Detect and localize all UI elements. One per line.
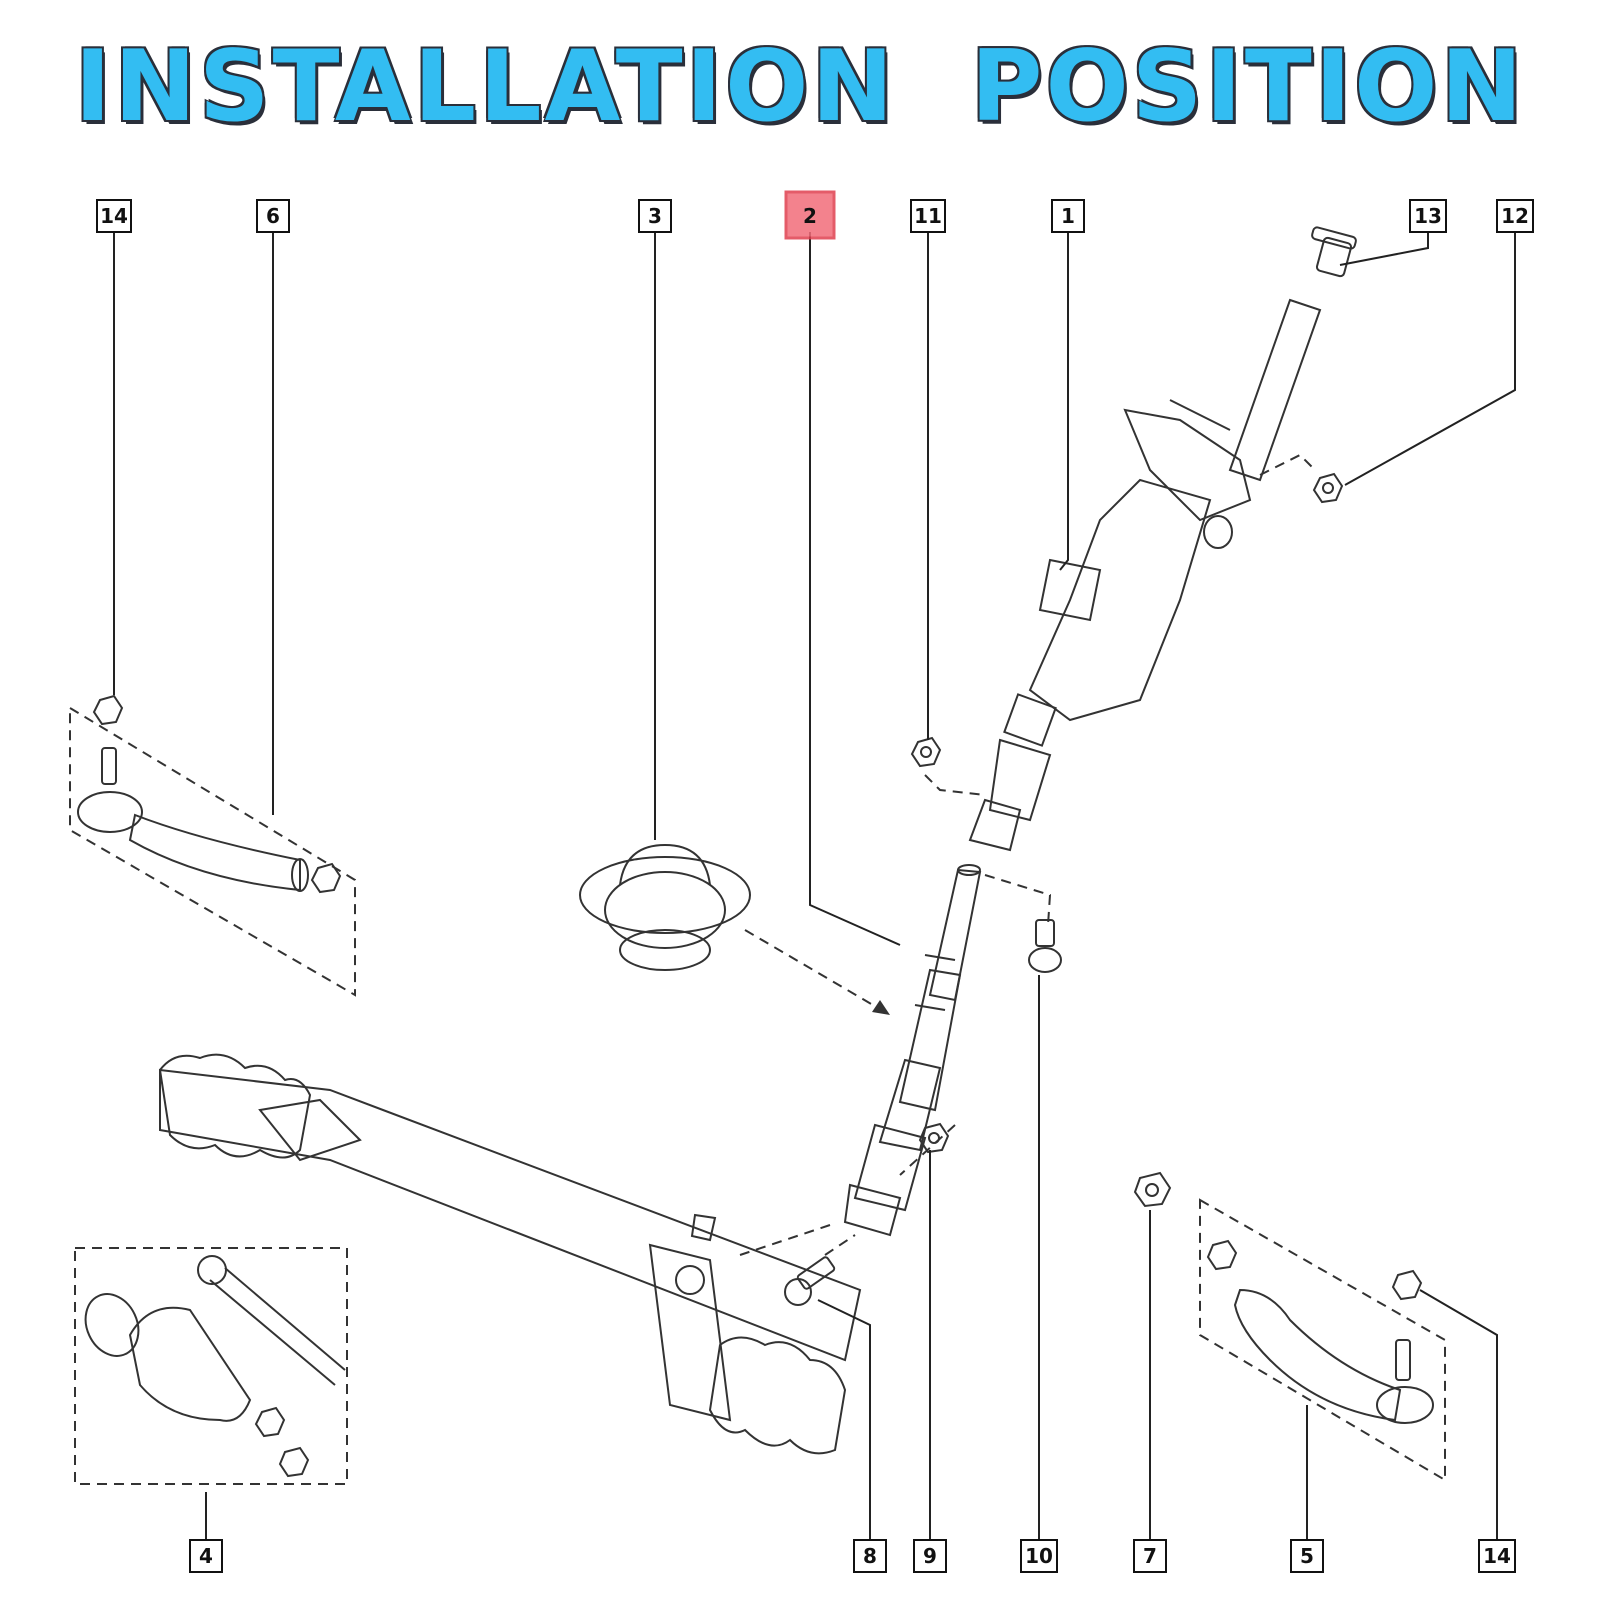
callout-14-bottom: 14 bbox=[1478, 1539, 1516, 1573]
svg-text:2: 2 bbox=[803, 204, 817, 228]
svg-text:8: 8 bbox=[863, 1544, 877, 1568]
nut-11 bbox=[910, 736, 942, 768]
rubber-grommet bbox=[579, 843, 751, 971]
leader-lines bbox=[113, 232, 1516, 1540]
nut-7 bbox=[1133, 1171, 1172, 1208]
callout-13: 13 bbox=[1409, 199, 1447, 233]
tie-rod-end-right bbox=[1206, 1239, 1434, 1424]
bolt-10 bbox=[1028, 919, 1062, 973]
callout-11: 11 bbox=[910, 199, 946, 233]
callout-3: 3 bbox=[638, 199, 672, 233]
nut-9 bbox=[918, 1122, 950, 1154]
svg-text:6: 6 bbox=[266, 204, 280, 228]
callout-9: 9 bbox=[913, 1539, 947, 1573]
svg-text:11: 11 bbox=[914, 204, 942, 228]
svg-text:3: 3 bbox=[648, 204, 662, 228]
svg-text:7: 7 bbox=[1143, 1544, 1157, 1568]
callout-7: 7 bbox=[1133, 1539, 1167, 1573]
svg-text:14: 14 bbox=[1483, 1544, 1511, 1568]
callout-14-top: 14 bbox=[96, 199, 132, 233]
callout-5: 5 bbox=[1290, 1539, 1324, 1573]
svg-text:10: 10 bbox=[1025, 1544, 1053, 1568]
callout-8: 8 bbox=[853, 1539, 887, 1573]
nut-12 bbox=[1312, 472, 1344, 504]
inner-tie-rod-kit bbox=[84, 1255, 346, 1478]
tie-rod-end-left bbox=[77, 694, 342, 894]
callout-6: 6 bbox=[256, 199, 290, 233]
svg-text:14: 14 bbox=[100, 204, 128, 228]
callout-10: 10 bbox=[1020, 1539, 1058, 1573]
svg-text:1: 1 bbox=[1061, 204, 1075, 228]
callout-12: 12 bbox=[1496, 199, 1534, 233]
svg-text:13: 13 bbox=[1414, 204, 1442, 228]
callout-2-highlighted: 2 bbox=[784, 190, 836, 240]
svg-text:5: 5 bbox=[1300, 1544, 1314, 1568]
intermediate-shaft bbox=[843, 864, 982, 1237]
callout-1: 1 bbox=[1051, 199, 1085, 233]
svg-text:9: 9 bbox=[923, 1544, 937, 1568]
bolt-13 bbox=[1311, 226, 1357, 278]
steering-rack bbox=[158, 1053, 862, 1455]
page-title: INSTALLATION POSITION bbox=[74, 30, 1526, 144]
steering-column bbox=[968, 298, 1322, 852]
svg-text:4: 4 bbox=[199, 1544, 213, 1568]
svg-text:12: 12 bbox=[1501, 204, 1529, 228]
bolt-8 bbox=[784, 1256, 836, 1306]
callout-4: 4 bbox=[189, 1539, 223, 1573]
